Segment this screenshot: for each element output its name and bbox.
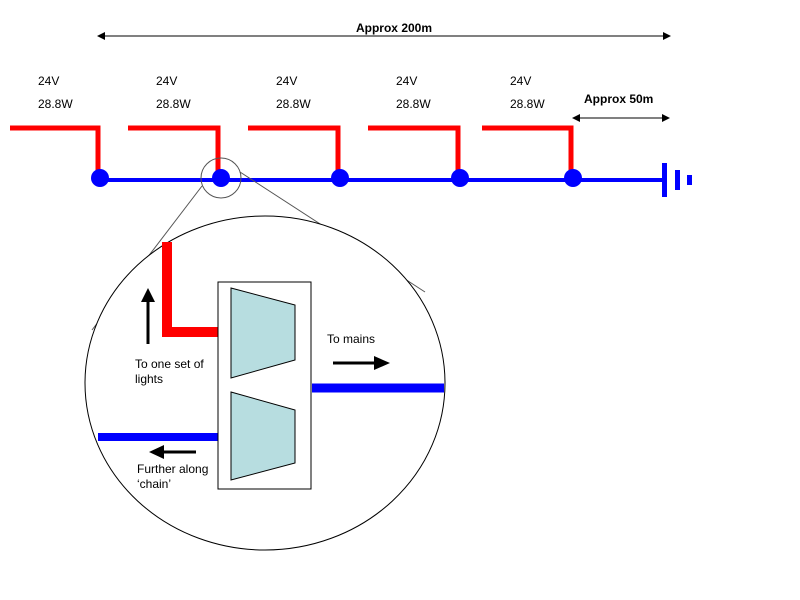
arrowhead-right: [662, 114, 670, 122]
light-set-4-power: 28.8W: [396, 97, 431, 111]
lower-connector: [230, 391, 296, 481]
ground-terminator-icon: [662, 163, 692, 197]
light-set-3-voltage: 24V: [276, 74, 297, 88]
junction-2: [212, 169, 230, 187]
tail-span-label: Approx 50m: [584, 92, 653, 106]
light-set-2-feed: [128, 125, 221, 176]
arrow-right-icon: [333, 356, 390, 370]
tail-span-dimension: Approx 50m: [572, 92, 670, 122]
to-lights-line-2: lights: [135, 372, 163, 386]
light-set-3-power: 28.8W: [276, 97, 311, 111]
arrowhead-right: [663, 32, 671, 40]
light-set-3-feed: [248, 125, 341, 176]
junction-3: [331, 169, 349, 187]
junction-5: [564, 169, 582, 187]
light-set-2-power: 28.8W: [156, 97, 191, 111]
arrowhead-left: [97, 32, 105, 40]
total-span-label: Approx 200m: [356, 21, 432, 35]
detail-live-feed: [162, 242, 232, 337]
light-set-5-feed: [482, 125, 574, 176]
to-lights-label: To one set of lights: [135, 357, 207, 386]
to-lights-line-1: To one set of: [135, 357, 204, 371]
junction-1: [91, 169, 109, 187]
light-set-1-power: 28.8W: [38, 97, 73, 111]
junction-4: [451, 169, 469, 187]
arrow-left-icon: [149, 445, 196, 459]
light-set-2-voltage: 24V: [156, 74, 177, 88]
upper-connector: [230, 287, 296, 379]
light-set-5-power: 28.8W: [510, 97, 545, 111]
light-set-4-voltage: 24V: [396, 74, 417, 88]
light-set-feeds: [10, 125, 574, 176]
to-mains-label: To mains: [327, 332, 375, 346]
junctions: [91, 169, 582, 187]
further-along-label: Further along ‘chain’: [137, 462, 212, 491]
arrow-up-icon: [141, 288, 155, 344]
magnifier-small-ring: [200, 157, 242, 199]
arrowhead-left: [572, 114, 580, 122]
magnified-detail: To one set of lights To mains Further al…: [98, 242, 444, 491]
further-along-line-2: ‘chain’: [137, 477, 171, 491]
further-along-line-1: Further along: [137, 462, 208, 476]
light-set-5-voltage: 24V: [510, 74, 531, 88]
light-set-labels: 24V 28.8W 24V 28.8W 24V 28.8W 24V 28.8W …: [38, 74, 545, 111]
light-set-1-feed: [10, 125, 101, 176]
total-span-dimension: Approx 200m: [97, 21, 671, 40]
light-set-1-voltage: 24V: [38, 74, 59, 88]
light-set-4-feed: [368, 125, 461, 176]
